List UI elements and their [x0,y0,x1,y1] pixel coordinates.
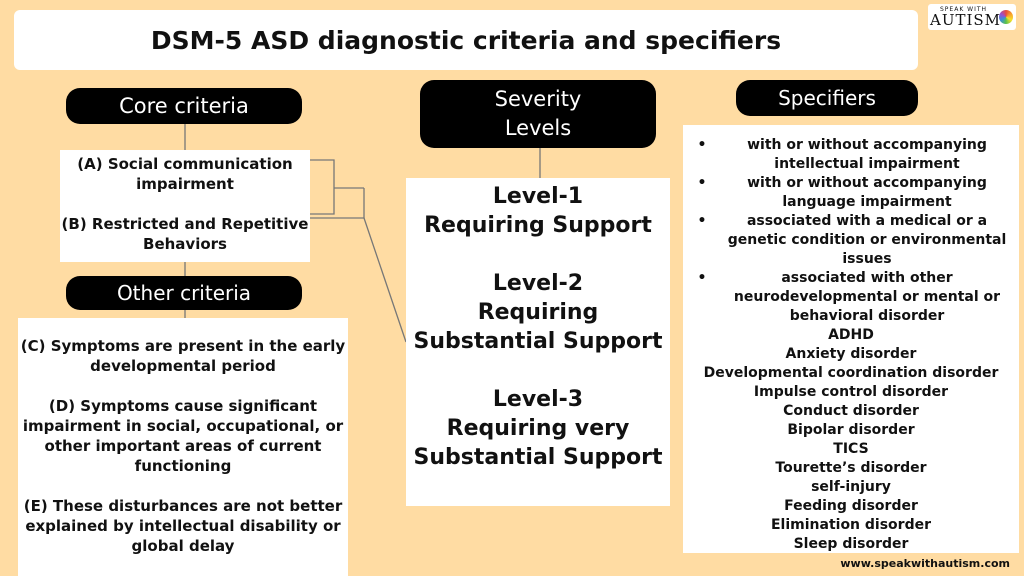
title-box: DSM-5 ASD diagnostic criteria and specif… [14,10,918,70]
other-criteria-label: Other criteria [116,281,252,305]
specifier-text: associated with a medical or a genetic c… [727,213,1007,267]
severity-level-3: Level-3 Requiring very Substantial Suppo… [406,385,670,472]
other-criteria-box: (C) Symptoms are present in the early de… [18,318,348,576]
core-criteria-header: Core criteria [66,88,302,124]
severity-header: Severity Levels [420,80,656,148]
condition-anxiety: Anxiety disorder [785,346,917,362]
condition-bipolar: Bipolar disorder [787,422,915,438]
severity-header-line2: Levels [504,116,572,140]
specifier-item: • with or without accompanying language … [683,174,1019,212]
core-criterion-b: (B) Restricted and Repetitive Behaviors [61,215,309,253]
specifier-text: with or without accompanying language im… [747,175,987,210]
specifiers-label: Specifiers [778,86,876,110]
severity-level-3-title: Level-3 [492,387,584,412]
other-criterion-e: (E) These disturbances are not better ex… [23,497,343,555]
specifiers-box: • with or without accompanying intellect… [683,125,1019,553]
bullet-icon: • [697,270,707,286]
other-criterion-d: (D) Symptoms cause significant impairmen… [22,397,344,475]
severity-box: Level-1 Requiring Support Level-2 Requir… [406,178,670,506]
specifier-text: associated with other neurodevelopmental… [733,270,1001,324]
logo: SPEAK WITH AUTISM [928,4,1016,30]
severity-level-1-title: Level-1 [492,184,584,209]
condition-impulse-control: Impulse control disorder [753,384,949,400]
condition-elimination: Elimination disorder [770,517,931,533]
core-criteria-label: Core criteria [119,94,249,118]
specifiers-header: Specifiers [736,80,918,116]
specifier-item: • associated with other neurodevelopment… [683,269,1019,326]
logo-big-text: AUTISM [930,11,1002,29]
other-criteria-header: Other criteria [66,276,302,310]
condition-adhd: ADHD [828,327,874,343]
footer-url[interactable]: www.speakwithautism.com [840,557,1010,570]
condition-feeding: Feeding disorder [784,498,918,514]
severity-header-line1: Severity [494,87,582,111]
condition-tourette: Tourette’s disorder [775,460,927,476]
specifier-item: • associated with a medical or a genetic… [683,212,1019,269]
severity-level-1: Level-1 Requiring Support [406,182,670,240]
bullet-icon: • [697,175,707,191]
condition-conduct: Conduct disorder [783,403,919,419]
specifier-item: • with or without accompanying intellect… [683,136,1019,174]
condition-coordination: Developmental coordination disorder [703,365,999,381]
specifier-text: with or without accompanying intellectua… [747,137,987,172]
condition-sleep: Sleep disorder [793,536,909,552]
logo-small-text: SPEAK WITH [940,6,988,13]
severity-level-2: Level-2 Requiring Substantial Support [406,269,670,356]
page-title: DSM-5 ASD diagnostic criteria and specif… [150,25,782,55]
condition-tics: TICS [833,441,869,457]
connector-core-severity [363,217,407,343]
severity-level-1-desc: Requiring Support [424,213,652,238]
rainbow-circle-icon [999,10,1013,24]
severity-level-2-desc: Requiring Substantial Support [413,300,663,354]
bullet-icon: • [697,137,707,153]
bullet-icon: • [697,213,707,229]
core-criterion-a: (A) Social communication impairment [77,155,293,193]
other-criterion-c: (C) Symptoms are present in the early de… [20,337,346,375]
severity-level-2-title: Level-2 [492,271,584,296]
condition-self-injury: self-injury [811,479,891,495]
core-criteria-box: (A) Social communication impairment (B) … [60,150,310,262]
connector-core-bracket [310,159,335,215]
severity-level-3-desc: Requiring very Substantial Support [413,416,663,470]
